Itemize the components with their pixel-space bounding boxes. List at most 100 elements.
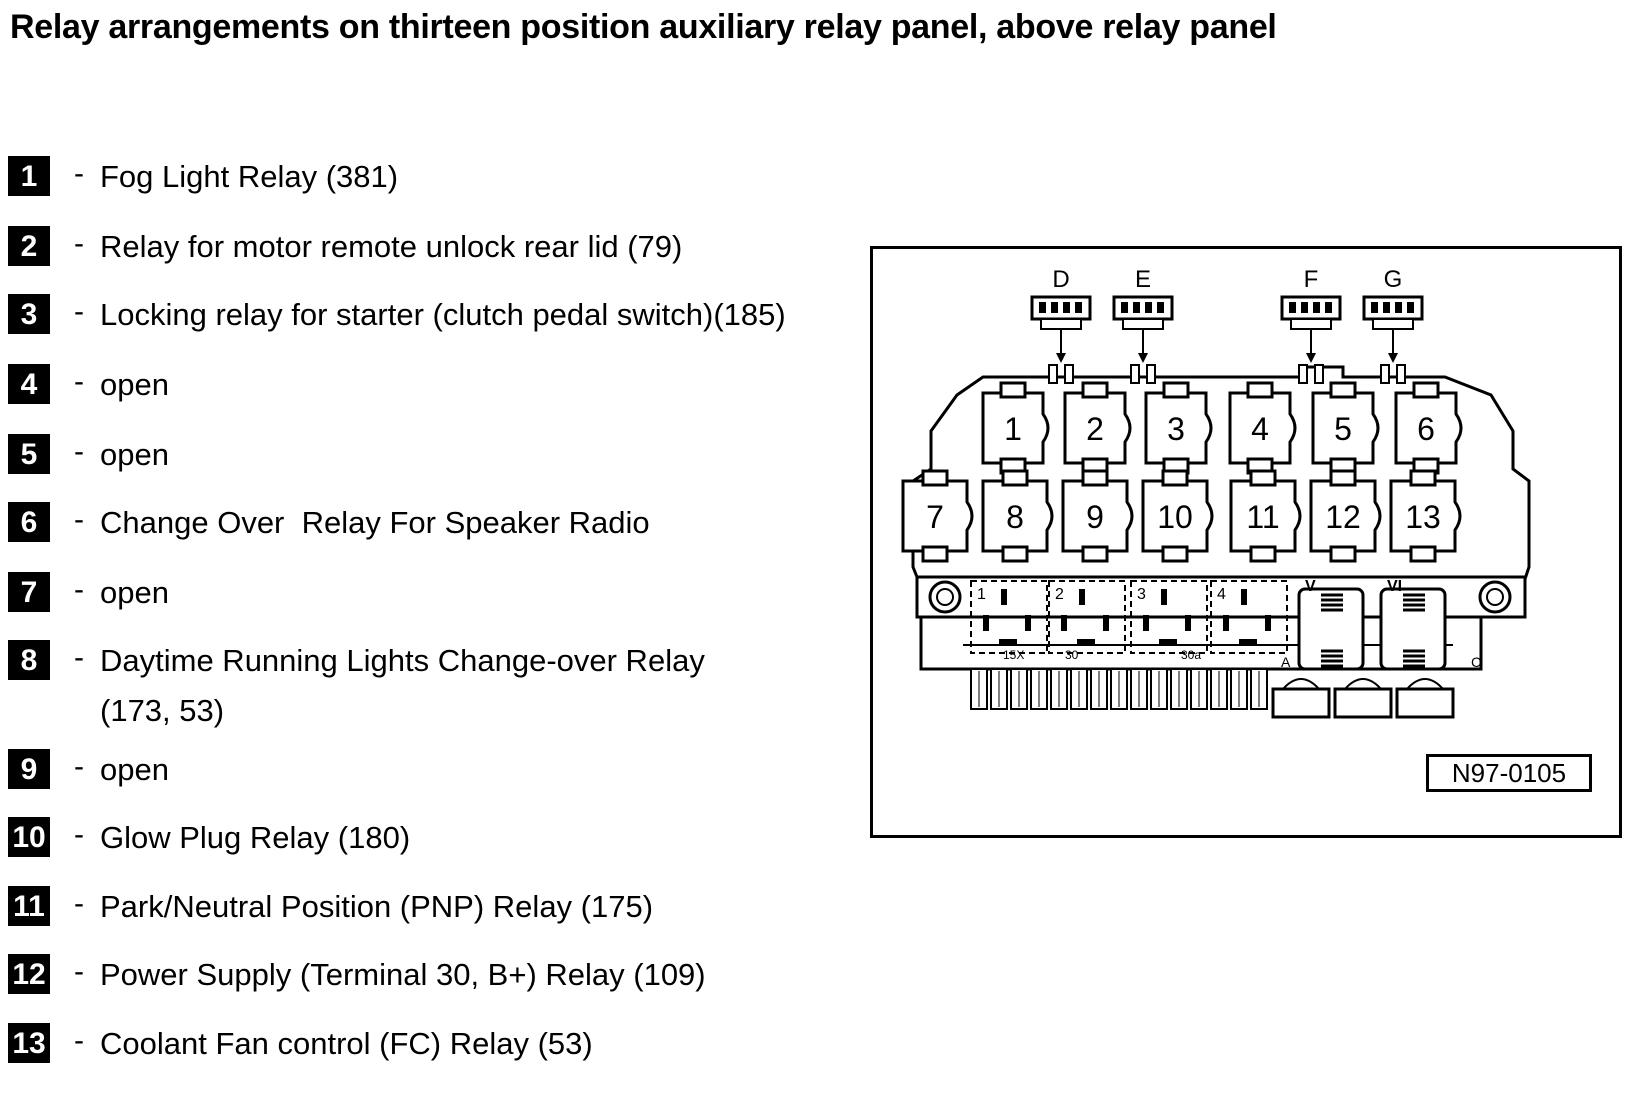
terminal-label: 15X [1003,648,1024,662]
relay-position-label: 6 [1417,411,1435,447]
legend-number-badge: 5 [8,434,50,474]
fuse-group-outline [1130,580,1208,654]
fuse-group-label: 3 [1137,586,1146,603]
connector-socket-pin [1146,364,1156,384]
socket-housing [1297,587,1365,671]
connector-pin [1407,302,1414,313]
connector-latch [1040,318,1082,330]
relay-socket-tab-bottom [1081,545,1109,563]
plug-housing [1333,687,1393,719]
mounting-hole-right [1478,580,1512,614]
connector-f: F [1280,266,1342,384]
connector-pin [1289,302,1296,313]
fuse-group-outline [1210,580,1288,654]
legend-description: Locking relay for starter (clutch pedal … [100,297,786,332]
legend-description: Relay for motor remote unlock rear lid (… [100,229,683,264]
connector-socket-pin [1048,364,1058,384]
relay-socket-tab-top [1246,381,1274,399]
relay-socket-tab-top [1409,469,1437,487]
plug-arc [1406,678,1444,690]
connector-label: F [1304,266,1319,293]
fuse-contact [1241,589,1247,605]
connector-g: G [1362,266,1424,384]
relay-socket-outline [901,479,974,553]
relay-position-label: 5 [1334,411,1352,447]
legend-number-badge: 2 [8,226,50,266]
legend-number-badge: 3 [8,294,50,334]
relay-position-label: 1 [1004,411,1022,447]
connector-label: G [1384,266,1403,293]
legend-number-badge: 8 [8,640,50,680]
relay-socket-tab-bottom [1329,545,1357,563]
socket-label: VI [1387,578,1402,595]
connector-pin [1301,302,1308,313]
relay-slot: 7 [901,469,974,563]
connector-e: E [1112,266,1174,384]
relay-socket-outline [1228,391,1297,465]
legend-description: Power Supply (Terminal 30, B+) Relay (10… [100,957,706,992]
mounting-hole-right-inner [1486,588,1504,606]
fuse-contact [1239,639,1257,644]
legend-description: open [100,367,169,402]
relay-socket-tab-bottom [1249,545,1277,563]
connector-socket-pin [1130,364,1140,384]
fuse-contact [1265,615,1271,631]
fuse-group-label: 4 [1217,586,1226,603]
diagram-code: N97-0105 [1426,754,1592,792]
legend-description: Glow Plug Relay (180) [100,820,411,855]
mounting-hole-left [928,580,962,614]
plug-label: C [1471,654,1481,670]
legend-number-badge: 12 [8,954,50,994]
fuse-group-outline [1048,580,1126,654]
relay-slot: 6 [1394,381,1463,475]
legend-description: open [100,575,169,610]
legend-dash: - [74,157,84,190]
relay-socket-tab-top [1162,381,1190,399]
relay-socket-tab-top [1249,469,1277,487]
fuse-contact [1159,639,1177,644]
relay-slot: 11 [1229,469,1302,563]
terminal-label: 30a [1181,648,1201,662]
legend-dash: - [74,887,84,920]
relay-socket-outline [981,391,1050,465]
connector-socket-pin [1396,364,1406,384]
fuse-group: 1 [970,580,1048,654]
fuse-group-outline [970,580,1048,654]
plug-label: A [1281,654,1291,670]
relay-slot: 9 [1061,469,1134,563]
socket-v: V [1297,578,1365,671]
legend-description: Fog Light Relay (381) [100,159,399,194]
relay-position-label: 4 [1251,411,1269,447]
relay-socket-tab-top [1081,469,1109,487]
relay-position-label: 2 [1086,411,1104,447]
legend-dash: - [74,503,84,536]
legend-number-badge: 9 [8,749,50,789]
connector-d: D [1030,266,1092,384]
legend-number-badge: 1 [8,156,50,196]
relay-socket-tab-top [1081,381,1109,399]
connector-pin [1075,302,1082,313]
connector-latch [1290,318,1332,330]
legend-description: Daytime Running Lights Change-over Relay… [100,643,705,728]
socket-housing [1379,587,1447,671]
legend-dash: - [74,955,84,988]
relay-position-label: 7 [926,499,944,535]
fuse-group: 4 [1210,580,1288,654]
relay-socket-tab-top [1412,381,1440,399]
legend-number-badge: 11 [8,886,50,926]
legend-dash: - [74,227,84,260]
legend-description: Park/Neutral Position (PNP) Relay (175) [100,889,654,924]
legend-number-badge: 6 [8,502,50,542]
relay-slot: 1 [981,381,1050,475]
relay-socket-tab-top [1329,381,1357,399]
legend-dash: - [74,295,84,328]
connector-pin [1395,302,1402,313]
connector-pin [1051,302,1058,313]
connector-arrow-head [1388,353,1398,363]
relay-position-label: 11 [1246,499,1279,535]
relay-socket-outline [1311,391,1380,465]
relay-socket-outline [1309,479,1382,553]
